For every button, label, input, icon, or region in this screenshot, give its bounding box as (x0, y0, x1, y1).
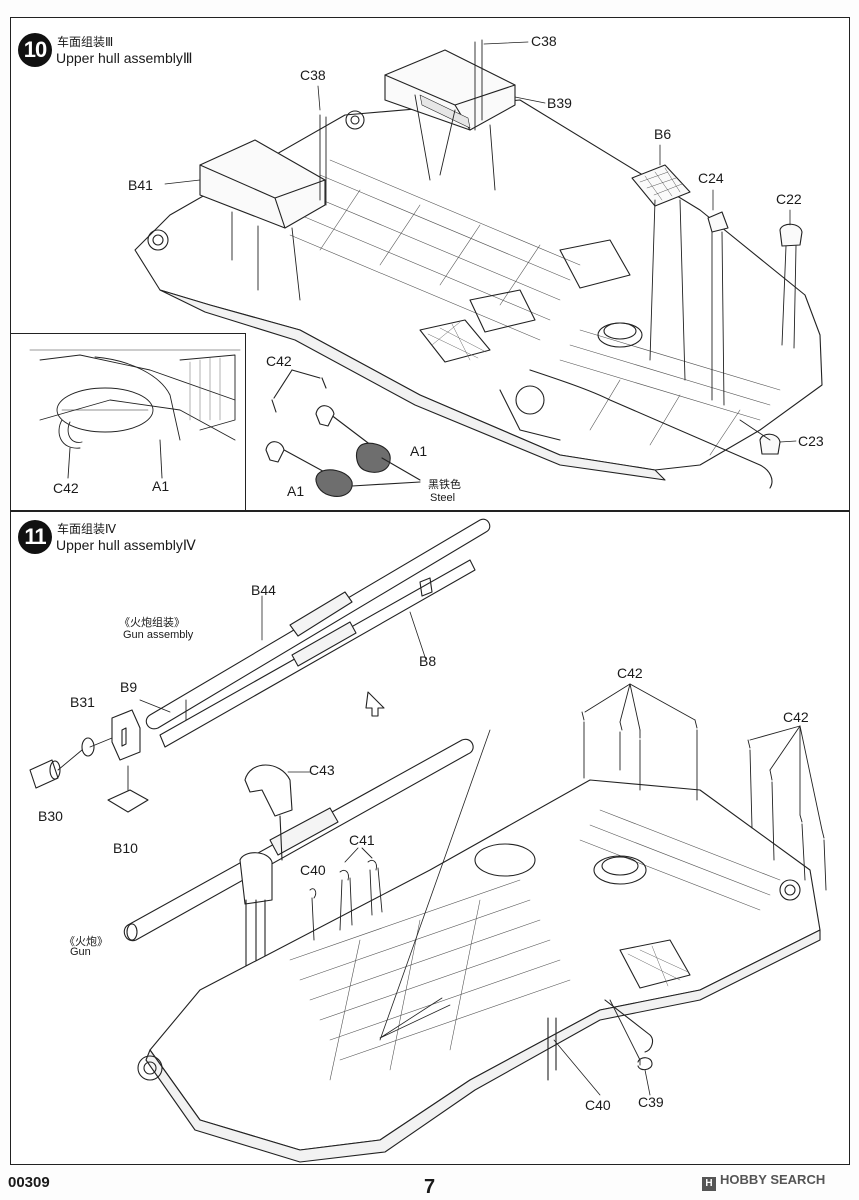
label-gun-cn: 《火炮》 (64, 936, 108, 948)
label-b9: B9 (120, 679, 138, 695)
label-a1-a: A1 (410, 443, 428, 459)
label-c24: C24 (698, 170, 724, 186)
gun-barrel-installed (123, 738, 474, 942)
label-gun-en: Gun (70, 946, 91, 958)
label-color-cn: 黑铁色 (428, 479, 461, 491)
label-c42-step11-a: C42 (617, 665, 643, 681)
step11-title-en: Upper hull assemblyⅣ (56, 537, 196, 553)
b30-cap (29, 759, 61, 789)
label-c42-step10: C42 (266, 353, 292, 369)
c39-end (637, 1057, 653, 1071)
label-b30: B30 (38, 808, 63, 824)
step11-badge: 11 (18, 520, 52, 554)
step11-title-cn: 车面组装Ⅳ (57, 522, 117, 536)
label-inset-a1: A1 (152, 478, 170, 494)
label-b6: B6 (654, 126, 672, 142)
label-b39: B39 (547, 95, 572, 111)
label-b8: B8 (419, 653, 437, 669)
step10-title-cn: 车面组装Ⅲ (57, 35, 114, 49)
c22-part (779, 223, 803, 247)
label-c40-b: C40 (585, 1097, 611, 1113)
step11-hull-drawing (137, 729, 821, 1163)
c42-pins-step11 (581, 683, 827, 891)
b9-mount (111, 709, 141, 761)
c23-part (759, 433, 781, 455)
b10-part (107, 789, 149, 813)
label-c23: C23 (798, 433, 824, 449)
step10-badge: 10 (18, 33, 52, 67)
b31-ring (81, 737, 95, 757)
watermark: H HOBBY SEARCH (702, 1172, 825, 1191)
label-inset-c42: C42 (53, 480, 79, 496)
label-c38-left: C38 (300, 67, 326, 83)
label-color-en: Steel (430, 492, 456, 504)
b6-part (631, 164, 691, 207)
direction-arrow (365, 691, 385, 717)
b44-gun-barrel (145, 518, 491, 730)
label-c22: C22 (776, 191, 802, 207)
label-c40-a: C40 (300, 862, 326, 878)
c24-part (707, 211, 729, 233)
c39-part (609, 999, 641, 1066)
label-b31: B31 (70, 694, 95, 710)
a1-shovel-parts (265, 369, 421, 497)
label-c43: C43 (309, 762, 335, 778)
b39-part (384, 49, 516, 131)
label-gun-assembly-en: Gun assembly (123, 629, 194, 641)
page-number: 7 (424, 1176, 436, 1198)
product-code: 00309 (8, 1174, 50, 1191)
watermark-logo-icon: H (702, 1177, 716, 1191)
label-c39: C39 (638, 1094, 664, 1110)
label-b10: B10 (113, 840, 138, 856)
b41-part (199, 139, 326, 229)
label-c42-step11-b: C42 (783, 709, 809, 725)
b8-cradle (159, 559, 476, 748)
step10-title-en: Upper hull assemblyⅢ (56, 50, 193, 66)
label-a1-b: A1 (287, 483, 305, 499)
a1-blade-steel-1 (355, 442, 391, 473)
a1-blade-steel-2 (315, 469, 353, 497)
label-b44: B44 (251, 582, 276, 598)
label-b41: B41 (128, 177, 153, 193)
label-c41: C41 (349, 832, 375, 848)
step10-inset-panel (10, 333, 246, 511)
label-c38-top: C38 (531, 33, 557, 49)
c41-c40-parts (309, 847, 383, 941)
inset-drawing (29, 349, 241, 479)
watermark-text: HOBBY SEARCH (720, 1172, 826, 1187)
label-gun-assembly-cn: 《火炮组装》 (119, 617, 185, 629)
